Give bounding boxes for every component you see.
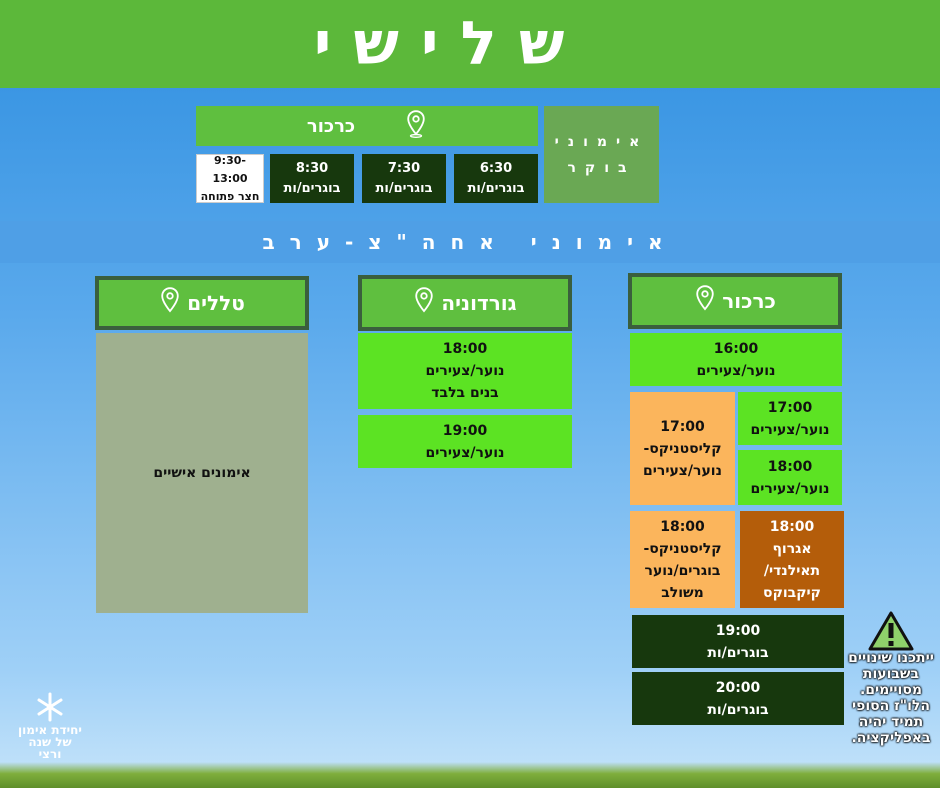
slot-group: חצר פתוחה <box>200 189 260 203</box>
pin-icon <box>413 286 435 321</box>
column-header-karkur: כרכור <box>628 273 842 329</box>
evening-band <box>0 221 940 263</box>
slot-line: קיקבוקס <box>763 584 821 601</box>
schedule-slot: 17:00 נוער/צעירים <box>738 392 842 445</box>
warning-icon <box>868 611 914 651</box>
morning-location-label: כרכור <box>306 115 356 137</box>
slot-time: 8:30 <box>295 160 329 176</box>
slot-note: אימונים אישיים <box>153 465 251 481</box>
logo-line: של שנה <box>28 735 72 749</box>
column-header-gordonia: גורדוניה <box>358 275 572 331</box>
slot-group: נוער/צעירים <box>425 363 505 379</box>
schedule-slot: 18:00 נוער/צעירים בנים בלבד <box>358 333 572 409</box>
slot-group: בוגרים/ות <box>283 180 341 196</box>
morning-slot-open-yard: 9:30-13:00 חצר פתוחה <box>196 154 264 203</box>
slot-note: בנים בלבד <box>431 385 499 401</box>
morning-side-label: אימוני בוקר <box>544 106 659 203</box>
slot-time: 19:00 <box>715 622 761 639</box>
slot-time: 16:00 <box>713 340 759 357</box>
schedule-slot: 19:00 בוגרים/ות <box>632 615 844 668</box>
slot-line: נוער/צעירים <box>643 462 722 479</box>
slot-time: 18:00 <box>767 458 813 475</box>
pin-icon <box>405 109 427 144</box>
schedule-slot: 18:00 נוער/צעירים <box>738 450 842 505</box>
slot-time: 20:00 <box>715 679 761 696</box>
column-location-label: כרכור <box>722 289 776 313</box>
pin-icon <box>694 284 716 319</box>
slot-group: נוער/צעירים <box>696 362 776 379</box>
slot-time: 18:00 <box>442 341 488 357</box>
morning-slot: 7:30 בוגרים/ות <box>362 154 446 203</box>
column-location-label: גורדוניה <box>441 291 517 315</box>
morning-location-bar: כרכור <box>196 106 538 146</box>
schedule-slot: 20:00 בוגרים/ות <box>632 672 844 725</box>
evening-band-label: אימוני אחה"צ-ערב <box>262 230 678 254</box>
slot-time: 9:30-13:00 <box>212 153 248 185</box>
morning-slot: 6:30 בוגרים/ות <box>454 154 538 203</box>
slot-group: בוגרים/ות <box>707 644 769 661</box>
slot-group: בוגרים/ות <box>467 180 525 196</box>
slot-time: 17:00 <box>767 399 813 416</box>
pin-icon <box>159 286 181 321</box>
slot-line: תאילנדי/ <box>763 562 821 579</box>
grass-strip <box>0 762 940 788</box>
slot-line: בוגרים/נוער <box>644 562 721 579</box>
slot-line: משולב <box>661 584 704 601</box>
column-location-label: טללים <box>187 291 245 315</box>
page-title: שלישי <box>313 9 587 79</box>
schedule-slot-personal: אימונים אישיים <box>96 333 308 613</box>
schedule-slot: 19:00 נוער/צעירים <box>358 415 572 468</box>
slot-time: 18:00 <box>769 518 815 535</box>
slot-group: בוגרים/ות <box>707 701 769 718</box>
slot-line: קליסטניקס- <box>643 540 722 557</box>
column-header-tlalim: טללים <box>95 276 309 330</box>
slot-group: נוער/צעירים <box>425 444 505 461</box>
schedule-slot: 16:00 נוער/צעירים <box>630 333 842 386</box>
slot-group: נוער/צעירים <box>750 480 830 497</box>
slot-line: קליסטניקס- <box>643 440 722 457</box>
slot-time: 7:30 <box>387 160 421 176</box>
slot-group: בוגרים/ות <box>375 180 433 196</box>
schedule-slot-calisthenics: 17:00 קליסטניקס- נוער/צעירים <box>630 392 735 505</box>
asterisk-logo-icon <box>35 692 65 722</box>
warning-text: ייתכנו שינויים בשבועות מסויימים. הלו"ז ה… <box>848 650 934 746</box>
slot-time: 17:00 <box>660 418 705 435</box>
slot-group: נוער/צעירים <box>750 421 830 438</box>
logo-line: ורצי <box>38 747 62 761</box>
schedule-slot-calisthenics: 18:00 קליסטניקס- בוגרים/נוער משולב <box>630 511 735 608</box>
slot-time: 18:00 <box>660 518 705 535</box>
schedule-slot-muay-thai: 18:00 אגרוף תאילנדי/ קיקבוקס <box>740 511 844 608</box>
slot-time: 19:00 <box>442 422 488 439</box>
slot-time: 6:30 <box>479 160 513 176</box>
morning-slot: 8:30 בוגרים/ות <box>270 154 354 203</box>
header-bar <box>0 0 940 88</box>
logo-text: יחידת אימון של שנה ורצי <box>5 724 95 764</box>
slot-line: אגרוף <box>772 540 812 557</box>
logo-line: יחידת אימון <box>18 723 82 737</box>
